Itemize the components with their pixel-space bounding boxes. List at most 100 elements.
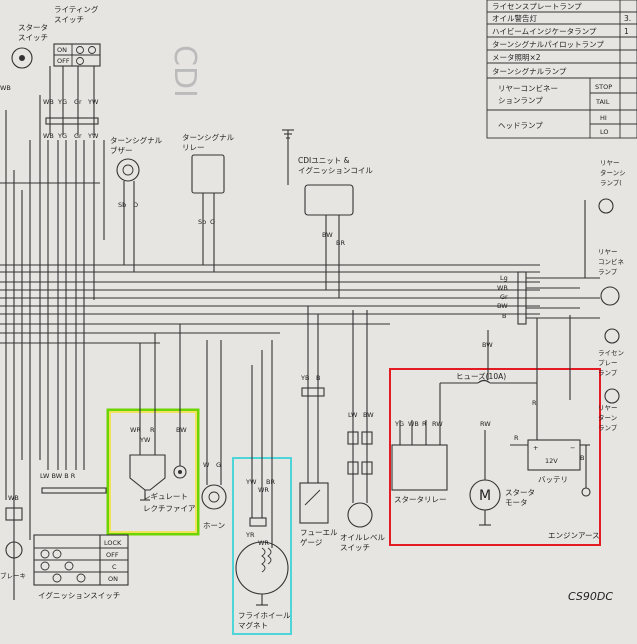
legend-row-2: ハイビームインジケータランプ [492,27,597,36]
rear-comb-label-2: コンビネ [598,257,625,266]
fuel-gauge-label-1: フューエル [300,528,338,537]
fuse-label: ヒューズ(10A) [456,371,506,381]
turn-buzzer-label-2: ブザー [110,145,133,155]
wire-br-cdi: BR [336,239,345,247]
battery-plus: + [533,444,538,452]
wire-w-horn: W [203,461,210,469]
wire-yb: YB [300,374,309,382]
wire-yg-relay: YG [394,420,404,428]
battery-label: バッテリ [538,475,568,484]
wire-wb-brake: WB [8,494,19,502]
wire-bw-oil: BW [363,411,374,419]
legend-stop: STOP [595,83,612,91]
legend-hi: HI [600,114,607,122]
brake-switch: WB ブレーキ [0,494,26,580]
ign-lock: LOCK [104,539,122,547]
turn-signal-relay: ターンシグナル リレー Sb O [182,132,235,272]
cdi-unit: CDIユニット & イグニッションコイル BW BR [282,129,373,298]
legend-rear-combo-1: リヤーコンビネー [498,84,558,93]
ign-on: ON [108,575,118,583]
rear-turn2-label-1: リヤー [598,404,618,412]
wire-wr-mag: WR [258,486,269,494]
wire-bw-fuse: BW [482,341,493,349]
ignition-switch-label: イグニッションスイッチ [38,590,120,600]
lighting-switch: ON OFF ライティング スイッチ [53,4,101,67]
starter-switch-label-2: スイッチ [18,33,48,42]
lighting-switch-label-1: ライティング [54,4,99,14]
rear-turn-label-1: リヤー [600,159,620,167]
wire-yw-top: YW [87,98,99,106]
regulator-label-2: レクチファイア [143,504,196,513]
wire-wb-top: WB [43,98,54,106]
wire-b-right: B [502,312,506,320]
cdi-label-2: イグニッションコイル [298,165,373,175]
harness-bundle [0,182,540,344]
wire-wb-left: WB [0,84,11,92]
regulator-label-1: レギュレート [143,492,188,501]
legend-lo: LO [600,128,609,136]
rear-turn2-label-3: ランプ [598,424,618,432]
brake-label: ブレーキ [0,571,26,580]
fuel-gauge: YB B フューエル ゲージ [299,306,338,547]
legend-headlamp: ヘッドランプ [498,121,543,130]
wire-wb-bot: WB [43,132,54,140]
starter-motor-label-2: モータ [505,498,528,507]
starter-motor-label-1: スタータ [505,488,535,497]
flywheel-magneto: YW BR WR YR WR フライホイール マグネト [232,340,292,635]
turn-buzzer-label-1: ターンシグナル [110,135,163,145]
wire-yw-mag: YW [245,478,257,486]
wire-yw-reg: YW [139,436,151,444]
legend-row-1: オイル警告灯 [492,13,537,23]
legend-table: ライセンスプレートランプ オイル警告灯 ハイビームインジケータランプ ターンシグ… [486,0,637,139]
model-code: CS90DC [568,590,613,603]
wire-b-fuel: B [316,374,320,382]
fuel-gauge-label-2: ゲージ [300,538,323,547]
wire-wb-relay: WB [408,420,419,428]
wire-sb: Sb [118,201,126,209]
legend-rear-combo-2: ションランプ [498,96,543,105]
rear-comb-label-3: ランプ [598,268,618,276]
wire-gr-bot: Gr [74,132,82,140]
oil-level-switch: LW BW オイルレベル スイッチ [340,310,385,552]
motor-symbol: M [479,488,491,504]
page-watermark: CDI [167,45,202,98]
wire-sb-relay: Sb [198,218,206,226]
wire-g-horn: G [216,461,221,469]
wire-yr-mag: YR [245,531,255,539]
turn-relay-label-1: ターンシグナル [182,132,235,142]
wire-r-reg: R [150,426,155,434]
starter-switch: スタータ スイッチ [11,23,48,69]
legend-row-3: ターンシグナルパイロットランプ [492,39,604,49]
wire-lwbwbr: LW BW B R [40,472,76,480]
rear-comb-label-1: リヤー [598,248,618,256]
wire-yw-bot: YW [87,132,99,140]
left-verticals [5,95,105,600]
ignition-switch: LOCK OFF C ON イグニッションスイッチ LW BW B R [33,472,129,600]
ign-off: OFF [106,551,119,559]
license-label-1: ライセン [598,349,624,357]
wire-o-relay: O [210,218,215,226]
turn-relay-label-2: リレー [182,143,205,152]
battery-minus: − [570,444,575,452]
rear-lamps: リヤー ターンシ ランプ( リヤー コンビネ ランプ ライセン プレー ランプ … [598,159,626,432]
ign-c: C [112,563,117,571]
wire-yg-top: YG [57,98,67,106]
rear-connector: Lg WB Gr BW B [497,200,600,400]
horn-label: ホーン [203,521,225,530]
battery-voltage: 12V [545,457,558,465]
wire-lg: Lg [500,274,508,282]
wire-wr-mag2: WR [258,539,269,547]
wire-b-bat: B [580,454,584,462]
oil-switch-label-2: スイッチ [340,543,370,552]
flywheel-label-1: フライホイール [238,611,291,620]
wire-br-mag: BR [266,478,275,486]
license-label-2: プレー [598,359,618,367]
wire-lw: LW [348,411,358,419]
legend-row-4: メータ照明×2 [492,53,541,62]
lighting-on: ON [57,46,67,54]
legend-row-5: ターンシグナルランプ [492,66,567,76]
wire-yg-bot: YG [57,132,67,140]
engine-earth-label: エンジンアース [548,531,600,540]
legend-val-1: 3. [624,14,631,23]
